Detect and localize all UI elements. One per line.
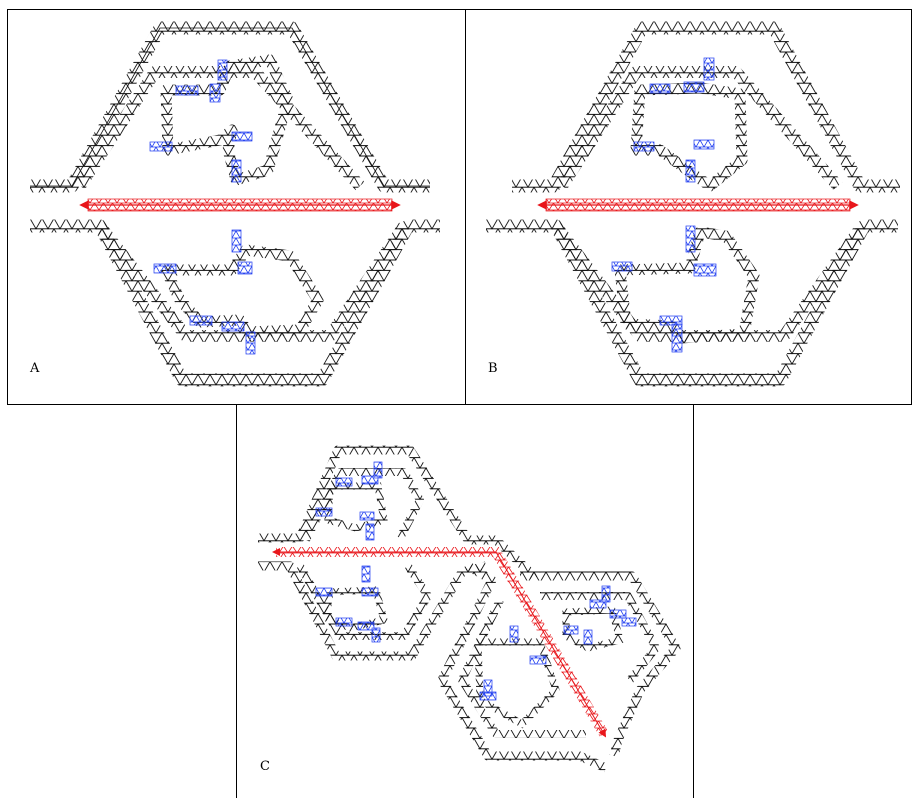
connectors-a	[149, 59, 256, 355]
panel-label-a: A	[29, 361, 40, 376]
connector	[583, 629, 593, 645]
connector	[153, 263, 177, 274]
connector	[149, 141, 173, 152]
panel-label-b: B	[488, 361, 498, 376]
connector	[361, 587, 379, 597]
panel-label-c: C	[260, 759, 270, 774]
connector	[335, 477, 353, 487]
gadget-c-1	[324, 482, 388, 532]
signal-arrow-a	[79, 198, 401, 212]
connector	[671, 323, 683, 353]
connector	[231, 131, 253, 142]
connector	[221, 321, 245, 332]
connector	[659, 315, 683, 326]
connector	[209, 83, 221, 103]
signal-arrow-c	[272, 547, 609, 738]
connector	[359, 511, 375, 521]
connector	[335, 617, 353, 627]
gadget-lower	[160, 244, 324, 338]
hex-outer-right	[520, 571, 681, 758]
outer-wire-lower	[30, 219, 440, 387]
panel-a: A	[29, 21, 440, 387]
panel-b-frame	[465, 9, 912, 405]
outer-wire-lower	[486, 219, 898, 387]
inner-wire-upper	[556, 66, 843, 191]
connector	[365, 523, 375, 541]
panel-b: B	[486, 21, 900, 387]
connector	[609, 609, 627, 619]
connector	[361, 565, 371, 583]
hex-outer-left	[258, 445, 540, 582]
connector	[683, 81, 705, 93]
connector	[189, 315, 213, 326]
connector	[509, 625, 519, 643]
outer-wire-upper	[512, 21, 900, 193]
gadget-upper	[160, 54, 294, 186]
connector	[175, 85, 199, 96]
inner-wire-upper	[74, 66, 365, 191]
double-headed-arrow-icon	[272, 548, 607, 738]
connector	[601, 585, 611, 603]
connector	[479, 691, 497, 701]
panel-c: C	[258, 445, 681, 774]
signal-arrow-b	[537, 198, 859, 212]
connector	[693, 263, 717, 277]
connector	[371, 627, 381, 643]
hex-outer-left-lower	[258, 561, 488, 661]
connector	[373, 461, 383, 479]
connector	[231, 159, 242, 183]
connector	[611, 261, 633, 272]
connector	[315, 507, 333, 517]
connector	[529, 655, 547, 665]
connector	[703, 57, 715, 81]
connector	[621, 617, 637, 627]
connector	[217, 59, 228, 81]
panel-frames	[7, 9, 912, 798]
connector	[693, 139, 715, 150]
connector	[685, 159, 696, 183]
connector	[649, 83, 671, 94]
connector	[231, 229, 242, 253]
connectors-b	[611, 57, 717, 353]
connector	[685, 225, 696, 253]
connector	[315, 587, 333, 597]
connector	[237, 261, 253, 275]
connector	[563, 625, 579, 635]
connector	[361, 475, 379, 485]
connector	[245, 331, 256, 355]
connector	[633, 141, 655, 152]
connector	[357, 621, 375, 631]
